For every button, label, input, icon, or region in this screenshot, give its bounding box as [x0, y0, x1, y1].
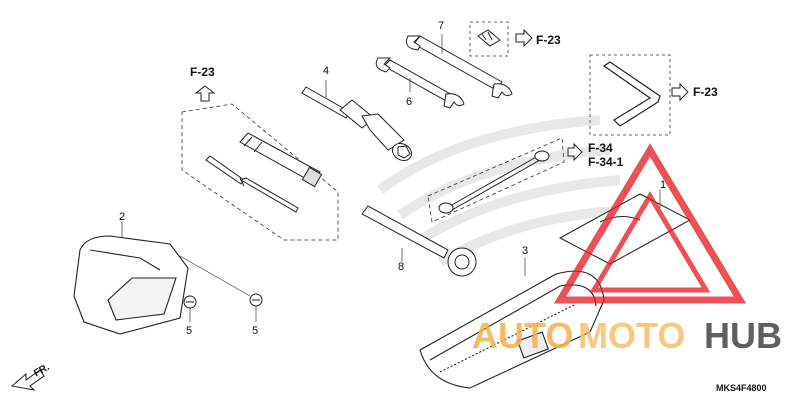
box-wrench-icon [361, 205, 477, 277]
cable-icon [438, 150, 550, 214]
part-number-1: 1 [660, 179, 667, 191]
part-number-3: 3 [522, 245, 529, 257]
hex-key-box [589, 54, 671, 136]
reference-label-kit[interactable]: F-23 [190, 65, 215, 79]
reference-label-cable-a[interactable]: F-34 [588, 141, 613, 155]
part-number-6: 6 [406, 96, 413, 108]
part-number-7: 7 [438, 20, 445, 32]
plug-wrench-icon [301, 86, 413, 162]
reference-label-clip[interactable]: F-23 [536, 33, 561, 47]
kit-boundary [181, 103, 339, 241]
part-number-5a: 5 [186, 325, 193, 337]
watermark-logo [553, 143, 747, 304]
part-number-4: 4 [323, 65, 330, 77]
screwdriver-bit-icon [205, 155, 299, 213]
screwdriver-handle-icon [239, 132, 323, 188]
clip-box [469, 21, 509, 57]
clip-icon [477, 29, 501, 47]
up-arrow-icon [194, 85, 216, 102]
reference-label-cable-b[interactable]: F-34-1 [588, 155, 624, 169]
open-wrench-small-icon [375, 57, 465, 109]
front-arrow-icon [10, 369, 45, 391]
cable-boundary [427, 137, 565, 223]
right-arrow-icon [515, 28, 533, 48]
watermark-word-hub: HUB [704, 315, 782, 356]
reference-label-hex-key[interactable]: F-23 [693, 85, 718, 99]
open-wrench-large-icon [405, 35, 513, 99]
bolt-icon [183, 295, 197, 309]
bolt-icon [249, 293, 263, 307]
watermark-word-moto: MOTO [578, 315, 686, 356]
watermark-word-auto: AUTO [472, 315, 574, 356]
part-number-8: 8 [398, 261, 405, 273]
hex-key-icon [602, 61, 661, 127]
part-number-5b: 5 [252, 325, 259, 337]
diagram-code: MKS4F4800 [716, 383, 767, 393]
side-cover-icon [73, 235, 189, 335]
right-arrow-icon [567, 142, 583, 162]
part-number-2: 2 [119, 211, 126, 223]
right-arrow-icon [671, 82, 689, 102]
